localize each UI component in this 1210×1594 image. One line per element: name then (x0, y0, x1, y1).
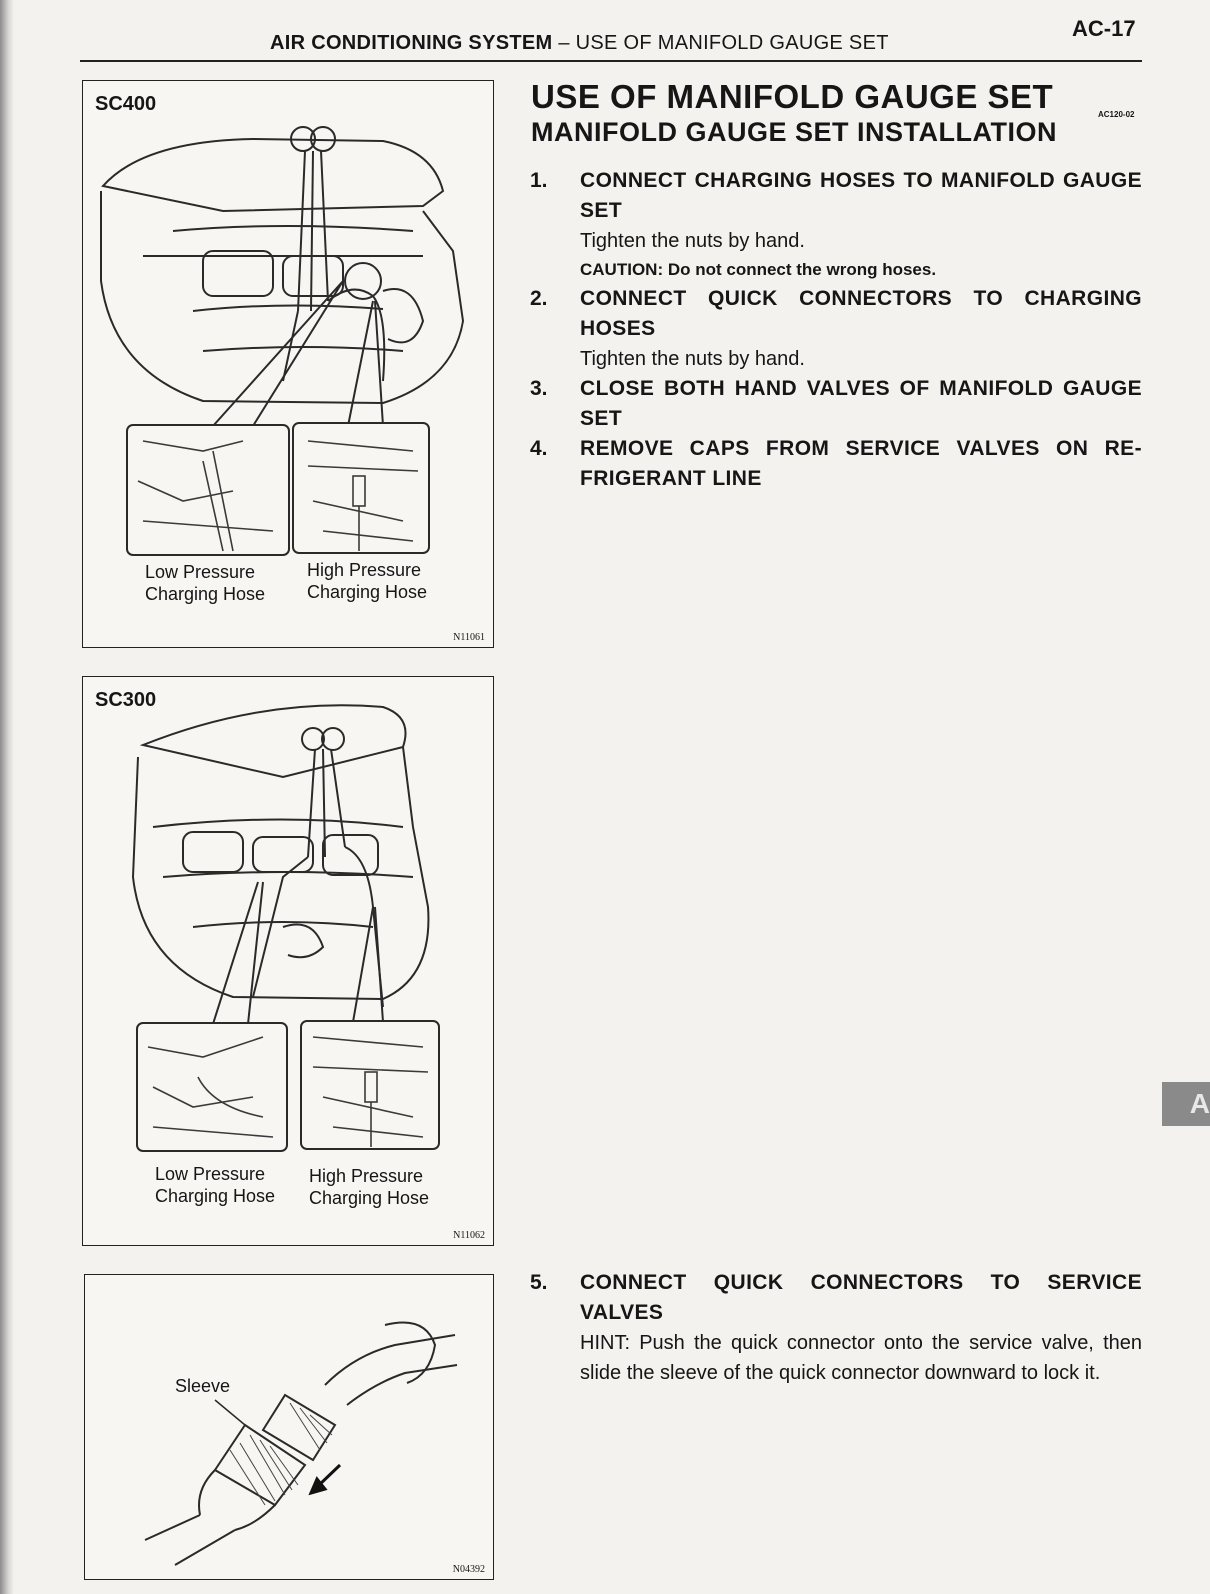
step-text: HINT: Push the quick connector onto the … (580, 1332, 1142, 1384)
low-pressure-hose-label: Low Pressure Charging Hose (145, 562, 266, 604)
step-title: CONNECT CHARGING HOSES TO MANIFOLD GAUGE… (580, 169, 1142, 222)
step-text: Tighten the nuts by hand. (580, 348, 805, 370)
step-5: 5. CONNECT QUICK CONNECTORS TO SERVICE V… (530, 1268, 1142, 1388)
sleeve-label: Sleeve (175, 1376, 231, 1396)
running-header: AIR CONDITIONING SYSTEM – USE OF MANIFOL… (270, 32, 889, 55)
step-title: CLOSE BOTH HAND VALVES OF MANIFOLD GAUGE… (580, 377, 1142, 430)
step-title: REMOVE CAPS FROM SERVICE VALVES ON RE-FR… (580, 437, 1142, 490)
quick-connector-illustration (144, 1321, 458, 1566)
step-text: Tighten the nuts by hand. (580, 230, 805, 252)
figure-code: N11062 (453, 1230, 485, 1241)
step-title: CONNECT QUICK CONNECTORS TO CHARGING HOS… (580, 287, 1142, 340)
header-section: AIR CONDITIONING SYSTEM (270, 32, 553, 54)
section-code: AC120-02 (1098, 110, 1135, 119)
step-1: 1. CONNECT CHARGING HOSES TO MANIFOLD GA… (530, 166, 1142, 284)
low-pressure-hose-label: Low Pressure Charging Hose (155, 1164, 276, 1206)
step-number: 5. (530, 1271, 548, 1294)
section-subtitle: MANIFOLD GAUGE SET INSTALLATION (531, 117, 1057, 147)
header-dash: – (558, 32, 570, 54)
step-number: 4. (530, 437, 548, 460)
high-pressure-hose-label: High Pressure Charging Hose (307, 560, 428, 602)
page-binding-shadow (0, 0, 14, 1594)
figure-model-label: SC300 (95, 689, 157, 711)
car-engine-bay-illustration (131, 704, 440, 1152)
step-number: 3. (530, 377, 548, 400)
figure-quick-connector: Sleeve N04392 (84, 1274, 494, 1580)
step-4: 4. REMOVE CAPS FROM SERVICE VALVES ON RE… (530, 434, 1142, 494)
figure-sc300: SC300 (82, 676, 494, 1246)
step-caution: CAUTION: Do not connect the wrong hoses. (580, 260, 937, 279)
car-engine-bay-illustration (100, 126, 465, 556)
page-number: AC-17 (1072, 16, 1136, 41)
steps-list-top: 1. CONNECT CHARGING HOSES TO MANIFOLD GA… (530, 166, 1142, 494)
figure-code: N04392 (452, 1564, 485, 1575)
step-3: 3. CLOSE BOTH HAND VALVES OF MANIFOLD GA… (530, 374, 1142, 434)
step-number: 2. (530, 287, 548, 310)
figure-sc400: SC400 (82, 80, 494, 648)
header-topic: USE OF MANIFOLD GAUGE SET (575, 32, 889, 54)
page-title: USE OF MANIFOLD GAUGE SET (531, 78, 1054, 115)
header-rule (80, 60, 1142, 62)
step-number: 1. (530, 169, 548, 192)
step-2: 2. CONNECT QUICK CONNECTORS TO CHARGING … (530, 284, 1142, 374)
figure-code: N11061 (453, 632, 485, 643)
section-side-tab: A (1162, 1082, 1210, 1126)
figure-model-label: SC400 (95, 93, 157, 115)
step-title: CONNECT QUICK CONNECTORS TO SERVICE VALV… (580, 1271, 1142, 1324)
steps-list-bottom: 5. CONNECT QUICK CONNECTORS TO SERVICE V… (530, 1268, 1142, 1388)
high-pressure-hose-label: High Pressure Charging Hose (309, 1166, 430, 1208)
